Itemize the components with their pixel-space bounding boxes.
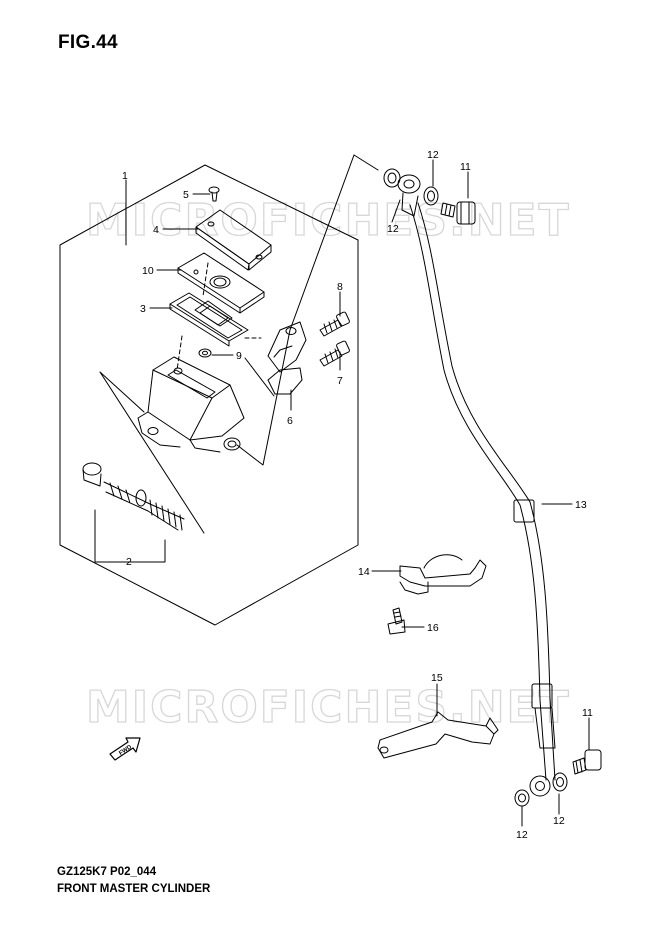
guide-diagonal-1	[99, 371, 205, 534]
callout-10: 10	[142, 265, 154, 277]
callout-11-bottom: 11	[582, 707, 593, 719]
part-diaphragm-3	[169, 292, 249, 347]
part-bolt-7	[319, 340, 350, 367]
part-reservoir-cap-4	[195, 209, 272, 271]
callout-labels: 1 2 3 4 5 6 7 8 9 10 11 11 12 12 12 12 1…	[118, 149, 593, 841]
part-union-bolt-11-bottom	[572, 749, 602, 775]
watermark-top: MICROFICHES.NET	[86, 195, 571, 246]
figure-title: FIG.44	[58, 32, 118, 53]
leader-2	[94, 509, 166, 563]
callout-14: 14	[358, 566, 370, 578]
fwd-arrow-icon	[109, 737, 141, 761]
part-gasket-12-top-right	[423, 186, 439, 206]
part-banjo-bottom	[529, 775, 551, 797]
part-gasket-12-top-left	[383, 168, 401, 188]
figure-caption: FRONT MASTER CYLINDER	[57, 883, 211, 895]
guide-diagonal-2	[99, 371, 145, 413]
watermark-group: MICROFICHES.NET MICROFICHES.NET	[85, 194, 571, 733]
callout-15: 15	[431, 672, 443, 684]
leader-12b	[391, 199, 401, 223]
part-gasket-12-bottom-left	[514, 789, 530, 807]
guide-diagonal-3	[236, 154, 355, 466]
assembly-frame	[59, 164, 359, 626]
part-master-cylinder-body	[137, 356, 245, 453]
callout-13: 13	[575, 499, 587, 511]
watermark-bottom: MICROFICHES.NET	[86, 682, 571, 733]
callout-2: 2	[126, 556, 132, 568]
callout-12-bottom-left: 12	[516, 829, 528, 841]
callout-12-left: 12	[387, 223, 399, 235]
part-union-bolt-11-top	[440, 201, 476, 225]
guide-diagonal-5	[244, 357, 275, 397]
part-clamp-6	[267, 321, 307, 395]
guide-lines	[176, 262, 262, 371]
callout-6: 6	[287, 415, 293, 427]
callout-3: 3	[140, 303, 146, 315]
fwd-arrow-label: FWD	[118, 744, 133, 757]
model-code: GZ125K7 P02_044	[57, 866, 157, 878]
part-brake-hose-13	[409, 202, 556, 781]
part-plate-10	[177, 252, 265, 314]
callout-12-top: 12	[427, 149, 439, 161]
callout-12-bottom-right: 12	[553, 815, 565, 827]
callout-4: 4	[153, 224, 159, 236]
part-gasket-12-bottom-right	[552, 772, 568, 792]
part-screw-5	[208, 186, 220, 202]
part-bolt-8	[319, 311, 350, 337]
callout-1: 1	[122, 170, 128, 182]
part-nut-9	[198, 348, 212, 358]
callout-8: 8	[337, 281, 343, 293]
callout-11-top: 11	[460, 161, 471, 173]
callout-9: 9	[236, 350, 242, 362]
part-bracket-15	[377, 711, 499, 759]
part-piston-kit-2	[82, 462, 185, 531]
callout-7: 7	[337, 375, 343, 387]
callout-16: 16	[427, 622, 439, 634]
part-bolt-16	[387, 607, 406, 635]
callout-5: 5	[183, 189, 189, 201]
part-hose-clamp-14	[399, 554, 487, 595]
guide-diagonal-4	[353, 154, 379, 171]
